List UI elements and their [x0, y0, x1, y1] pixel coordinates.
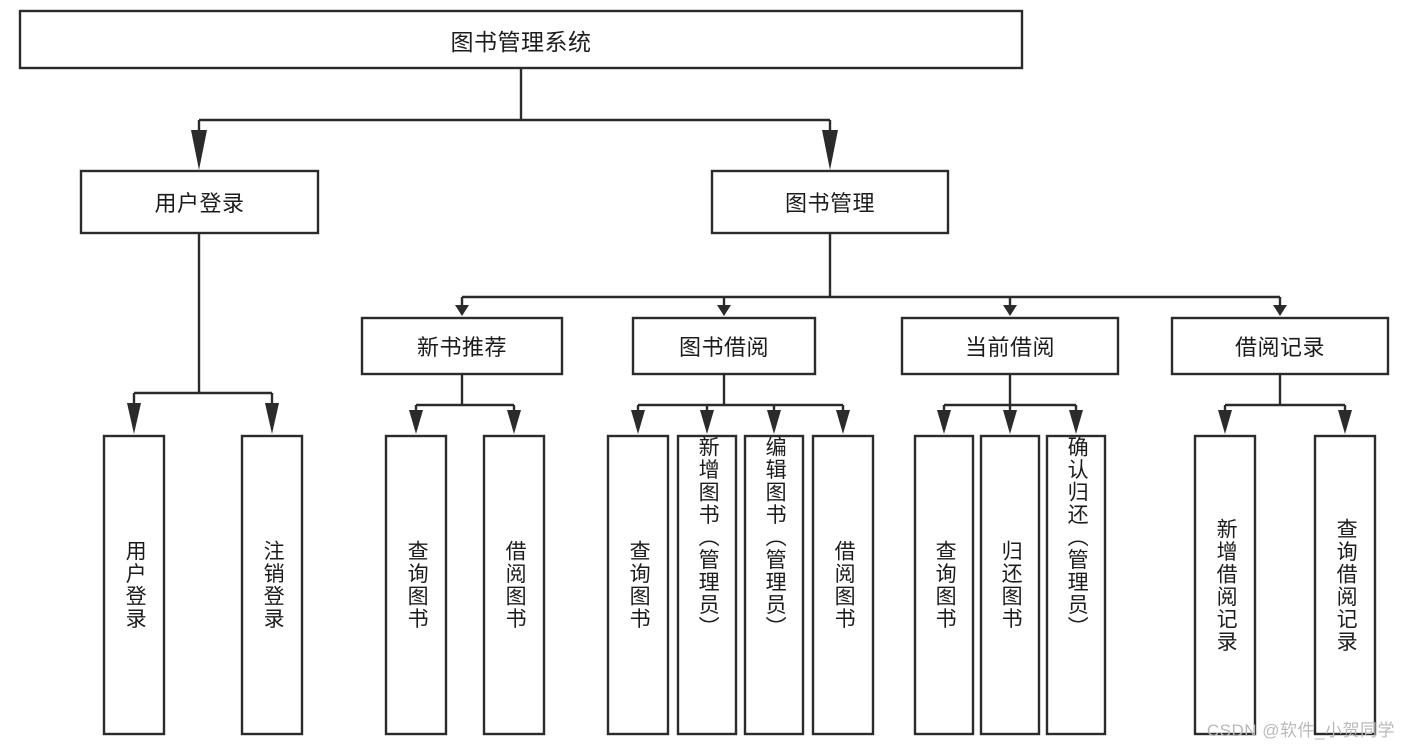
arrow-to-leaf-query-book-2 [631, 410, 645, 434]
arrow-to-leaf-query-book-1 [409, 410, 423, 434]
arrow-to-current-borrow [1003, 305, 1017, 316]
arrow-to-leaf-logout [265, 403, 279, 434]
node-leaf-add-book-box[interactable] [676, 434, 738, 736]
arrow-to-leaf-edit-book [767, 410, 781, 434]
node-leaf-return-book-box[interactable] [979, 434, 1041, 736]
node-leaf-confirm-return-box[interactable] [1045, 434, 1107, 736]
arrow-to-leaf-user-login [127, 403, 141, 434]
node-leaf-query-book-3-box[interactable] [913, 434, 975, 736]
arrow-to-leaf-add-book [700, 410, 714, 434]
arrow-to-book-manage [822, 130, 838, 170]
node-current-borrow-box[interactable] [900, 316, 1120, 376]
node-user-login-box[interactable] [79, 169, 320, 235]
node-new-book-recommend-box[interactable] [360, 316, 564, 376]
node-leaf-user-login-box[interactable] [102, 434, 166, 736]
arrow-to-leaf-query-record [1338, 410, 1352, 434]
arrow-to-leaf-borrow-book-2 [836, 410, 850, 434]
node-leaf-edit-book-box[interactable] [743, 434, 805, 736]
arrow-to-book-borrow [717, 305, 731, 316]
node-leaf-query-book-1-box[interactable] [384, 434, 448, 736]
node-book-manage-box[interactable] [710, 169, 950, 235]
arrow-to-leaf-confirm-return [1069, 410, 1083, 434]
node-borrow-record-box[interactable] [1170, 316, 1390, 376]
arrow-to-leaf-add-record [1218, 410, 1232, 434]
arrow-to-leaf-return-book [1003, 410, 1017, 434]
arrow-to-leaf-borrow-book-1 [507, 410, 521, 434]
node-root-box[interactable] [18, 9, 1024, 70]
arrow-to-leaf-query-book-3 [937, 410, 951, 434]
node-leaf-add-record-box[interactable] [1193, 434, 1257, 736]
node-leaf-logout-box[interactable] [240, 434, 304, 736]
node-leaf-query-record-box[interactable] [1313, 434, 1377, 736]
arrow-to-user-login [191, 130, 207, 170]
node-leaf-borrow-book-1-box[interactable] [482, 434, 546, 736]
node-leaf-query-book-2-box[interactable] [606, 434, 670, 736]
arrow-to-borrow-record [1273, 305, 1287, 316]
csdn-watermark: CSDN @软件_小贺同学 [1206, 721, 1395, 740]
node-leaf-borrow-book-2-box[interactable] [811, 434, 875, 736]
node-book-borrow-box[interactable] [631, 316, 817, 376]
arrow-to-new-book-recommend [455, 305, 469, 316]
